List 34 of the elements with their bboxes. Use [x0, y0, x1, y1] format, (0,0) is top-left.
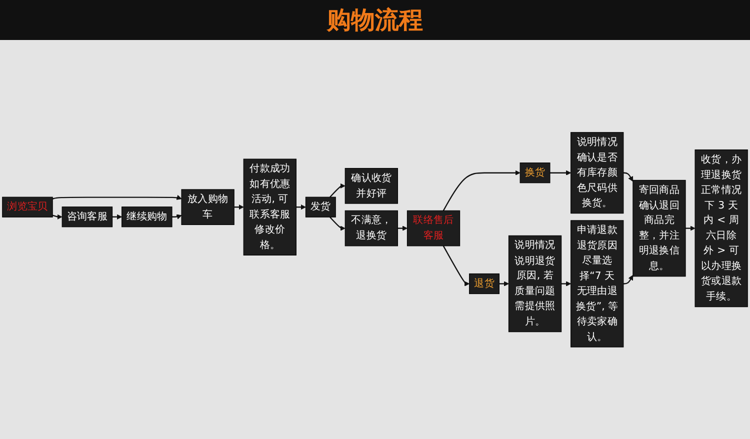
arrow [172, 214, 182, 220]
node-box: 收货，办理退换货 正常情况下 3 天内 < 周六日除外 > 可以办理换货或退款手续。 [694, 149, 748, 307]
arrow [330, 183, 346, 198]
arrow [499, 280, 509, 286]
arrow [52, 194, 182, 200]
node-box: 不满意，退换货 [344, 210, 398, 246]
node-box: 说明情况 确认是否有库存颜色尺码供换货。 [570, 132, 624, 214]
node-box: 继续购物 [122, 206, 172, 227]
arrow [398, 225, 408, 231]
node-box: 浏览宝贝 [2, 196, 53, 218]
node-box: 寄回商品 确认退回商品完整，并注明退换信息。 [632, 180, 686, 276]
node-box: 付款成功 如有优惠活动, 可联系客服修改价格。 [243, 158, 296, 256]
arrow [561, 280, 572, 286]
arrow [442, 170, 520, 211]
arrow [623, 274, 634, 284]
arrow [442, 245, 470, 286]
arrow [52, 214, 62, 220]
node-box: 放入购物车 [181, 188, 234, 225]
title: 购物流程 [0, 0, 750, 40]
arrow [296, 204, 306, 210]
node-box: 申请退款 退货原因尽量选择“7 天无理由退换货”, 等待卖家确认。 [570, 220, 624, 348]
node-box: 说明情况 说明退货原因, 若质量问题需提供照片。 [508, 235, 562, 332]
node-box: 咨询客服 [62, 206, 113, 227]
arrow [686, 225, 696, 231]
arrow [623, 172, 634, 182]
node-box: 确认收货并好评 [344, 168, 398, 204]
node-box: 换货 [520, 162, 550, 183]
node-box: 发货 [305, 196, 336, 218]
node-box: 联络售后客服 [406, 210, 460, 246]
arrow [234, 204, 244, 210]
arrow [112, 214, 122, 220]
arrow [550, 170, 572, 176]
node-box: 退货 [469, 273, 500, 294]
arrow [330, 216, 346, 231]
